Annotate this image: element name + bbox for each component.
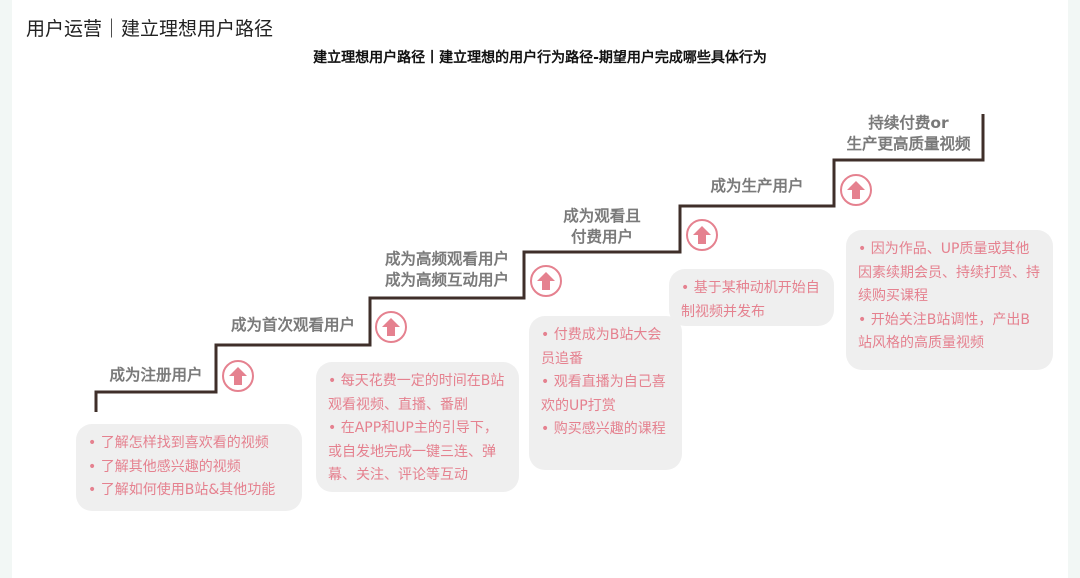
stage-label-first-view: 成为首次观看用户 xyxy=(230,316,355,334)
list-item: 观看直播为自己喜欢的UP打赏 xyxy=(541,371,672,418)
list-item: 了解如何使用B站&其他功能 xyxy=(88,479,292,503)
stage-label-high-frequency: 成为高频观看用户 成为高频互动用户 xyxy=(384,250,509,289)
list-item: 开始关注B站调性，产出B站风格的高质量视频 xyxy=(858,309,1043,356)
up-arrow-icon xyxy=(222,360,254,392)
list-item: 购买感兴趣的课程 xyxy=(541,418,672,442)
page-title: 用户运营｜建立理想用户路径 xyxy=(26,18,274,40)
list-item: 了解怎样找到喜欢看的视频 xyxy=(88,432,292,456)
stage-label-registered: 成为注册用户 xyxy=(109,366,203,384)
up-arrow-icon xyxy=(686,219,718,251)
list-item: 因为作品、UP质量或其他因素续期会员、持续打赏、持续购买课程 xyxy=(858,238,1043,309)
stage-description-registered: 了解怎样找到喜欢看的视频 了解其他感兴趣的视频 了解如何使用B站&其他功能 xyxy=(76,424,302,511)
list-item: 付费成为B站大会员追番 xyxy=(541,324,672,371)
up-arrow-icon xyxy=(375,311,407,343)
up-arrow-icon xyxy=(530,265,562,297)
stage-description-high-frequency: 付费成为B站大会员追番 观看直播为自己喜欢的UP打赏 购买感兴趣的课程 xyxy=(529,316,682,470)
list-item: 在APP和UP主的引导下，或自发地完成一键三连、弹幕、关注、评论等互动 xyxy=(328,417,509,488)
list-item: 每天花费一定的时间在B站观看视频、直播、番剧 xyxy=(328,370,509,417)
stage-description-first-view: 每天花费一定的时间在B站观看视频、直播、番剧 在APP和UP主的引导下，或自发地… xyxy=(316,362,519,492)
staircase-line xyxy=(94,114,985,412)
stage-label-paying: 成为观看且 付费用户 xyxy=(563,207,641,246)
up-arrow-icon xyxy=(840,174,872,206)
stage-label-producer: 成为生产用户 xyxy=(710,177,804,195)
stage-label-final: 持续付费or 生产更高质量视频 xyxy=(846,114,971,153)
stage-description-paying: 基于某种动机开始自制视频并发布 xyxy=(669,269,834,326)
stage-description-producer: 因为作品、UP质量或其他因素续期会员、持续打赏、持续购买课程 开始关注B站调性，… xyxy=(846,230,1053,370)
list-item: 了解其他感兴趣的视频 xyxy=(88,456,292,480)
page-subtitle: 建立理想用户路径丨建立理想的用户行为路径-期望用户完成哪些具体行为 xyxy=(313,50,767,66)
list-item: 基于某种动机开始自制视频并发布 xyxy=(681,277,824,324)
